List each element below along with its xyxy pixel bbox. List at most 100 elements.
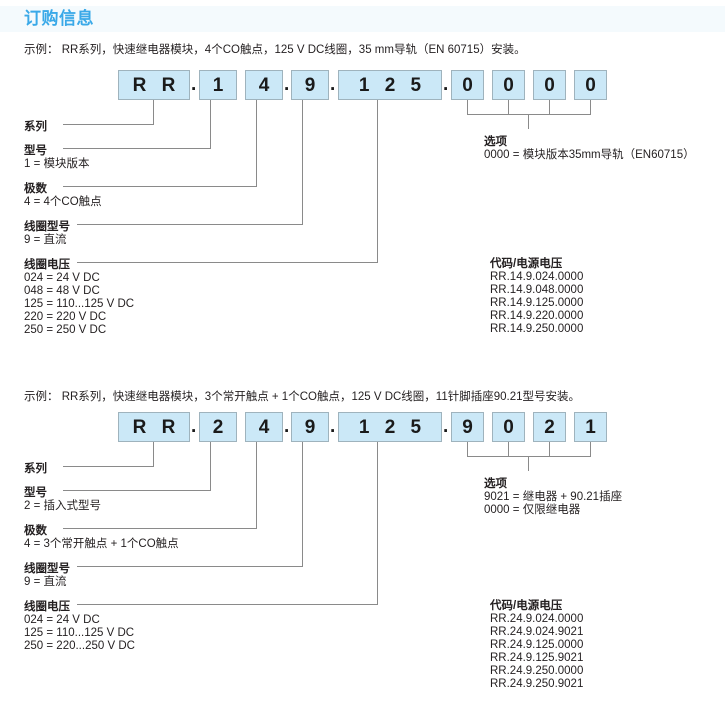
label-coil-type-line: 9 = 直流	[24, 234, 67, 246]
code-dot: .	[191, 74, 197, 95]
label-coil-voltage-line: 250 = 250 V DC	[24, 324, 107, 336]
code-table-row: RR.24.9.250.0000	[490, 665, 584, 677]
code-dot: .	[191, 416, 197, 437]
label-coil-type-line: 9 = 直流	[24, 576, 67, 588]
label-coil-voltage-line: 048 = 48 V DC	[24, 285, 100, 297]
leader-line	[63, 148, 211, 149]
code-cell-option-3: 0	[533, 70, 566, 100]
label-coil-voltage-line: 024 = 24 V DC	[24, 272, 100, 284]
leader-line	[590, 442, 591, 456]
label-coil-voltage-title: 线圈电压	[24, 259, 70, 271]
leader-line	[528, 114, 529, 129]
code-table-row: RR.14.9.250.0000	[490, 323, 584, 335]
leader-line	[528, 456, 529, 471]
example-text: 示例： RR系列，快速继电器模块，3个常开触点 + 1个CO触点，125 V D…	[24, 391, 581, 403]
label-coil-voltage-line: 024 = 24 V DC	[24, 614, 100, 626]
leader-line	[77, 604, 378, 605]
leader-line	[77, 262, 378, 263]
label-series-title: 系列	[24, 463, 47, 475]
code-cell-coil-voltage: 1 2 5	[338, 70, 442, 100]
leader-line	[549, 442, 550, 456]
label-options-line: 9021 = 继电器 + 90.21插座	[484, 491, 623, 503]
code-cell-series: R R	[118, 70, 190, 100]
code-table-title: 代码/电源电压	[490, 600, 563, 612]
code-cell-coil-voltage: 1 2 5	[338, 412, 442, 442]
code-cell-option-1: 9	[451, 412, 484, 442]
label-coil-type-title: 线圈型号	[24, 563, 70, 575]
code-table-row: RR.24.9.125.9021	[490, 652, 584, 664]
leader-line	[508, 442, 509, 456]
label-series-title: 系列	[24, 121, 47, 133]
example-text: 示例： RR系列，快速继电器模块，4个CO触点，125 V DC线圈，35 mm…	[24, 44, 526, 56]
code-cell-poles: 4	[245, 412, 283, 442]
code-cell-type: 2	[199, 412, 237, 442]
label-type-line: 1 = 模块版本	[24, 158, 90, 170]
code-table-title: 代码/电源电压	[490, 258, 563, 270]
leader-line	[63, 490, 211, 491]
label-type-title: 型号	[24, 487, 47, 499]
label-coil-voltage-line: 220 = 220 V DC	[24, 311, 107, 323]
leader-line	[302, 442, 303, 566]
code-dot: .	[330, 74, 336, 95]
leader-line	[377, 100, 378, 262]
code-table-row: RR.24.9.024.0000	[490, 613, 584, 625]
leader-line	[549, 100, 550, 114]
code-cell-series: R R	[118, 412, 190, 442]
leader-line	[302, 100, 303, 224]
code-cell-option-4: 0	[574, 70, 607, 100]
code-cell-option-3: 2	[533, 412, 566, 442]
label-poles-line: 4 = 3个常开触点 + 1个CO触点	[24, 538, 179, 550]
code-cell-option-2: 0	[492, 412, 525, 442]
code-table-row: RR.14.9.125.0000	[490, 297, 584, 309]
label-poles-title: 极数	[24, 525, 47, 537]
label-coil-voltage-line: 250 = 220...250 V DC	[24, 640, 135, 652]
leader-line	[256, 442, 257, 528]
title-band	[0, 6, 725, 32]
leader-line	[377, 442, 378, 604]
leader-line	[77, 224, 303, 225]
code-dot: .	[284, 416, 290, 437]
leader-line	[467, 456, 591, 457]
code-table-row: RR.24.9.024.9021	[490, 626, 584, 638]
leader-line	[467, 442, 468, 456]
code-cell-option-4: 1	[574, 412, 607, 442]
leader-line	[63, 466, 154, 467]
code-cell-poles: 4	[245, 70, 283, 100]
code-dot: .	[330, 416, 336, 437]
code-cell-option-1: 0	[451, 70, 484, 100]
label-type-title: 型号	[24, 145, 47, 157]
code-table-row: RR.14.9.220.0000	[490, 310, 584, 322]
code-cell-option-2: 0	[492, 70, 525, 100]
label-coil-voltage-title: 线圈电压	[24, 601, 70, 613]
code-dot: .	[443, 74, 449, 95]
leader-line	[256, 100, 257, 186]
code-cell-type: 1	[199, 70, 237, 100]
leader-line	[210, 100, 211, 148]
leader-line	[153, 442, 154, 466]
code-cell-coil-type: 9	[291, 412, 329, 442]
leader-line	[63, 186, 257, 187]
code-table-row: RR.14.9.048.0000	[490, 284, 584, 296]
code-table-row: RR.24.9.125.0000	[490, 639, 584, 651]
label-options-title: 选项	[484, 478, 507, 490]
leader-line	[153, 100, 154, 124]
label-type-line: 2 = 插入式型号	[24, 500, 102, 512]
label-poles-title: 极数	[24, 183, 47, 195]
leader-line	[63, 528, 257, 529]
leader-line	[210, 442, 211, 490]
leader-line	[467, 100, 468, 114]
leader-line	[590, 100, 591, 114]
code-dot: .	[443, 416, 449, 437]
code-cell-coil-type: 9	[291, 70, 329, 100]
leader-line	[508, 100, 509, 114]
code-table-row: RR.14.9.024.0000	[490, 271, 584, 283]
leader-line	[63, 124, 154, 125]
leader-line	[467, 114, 591, 115]
code-table-row: RR.24.9.250.9021	[490, 678, 584, 690]
label-coil-voltage-line: 125 = 110...125 V DC	[24, 627, 135, 639]
label-coil-voltage-line: 125 = 110...125 V DC	[24, 298, 135, 310]
page-title: 订购信息	[24, 9, 94, 28]
leader-line	[77, 566, 303, 567]
label-poles-line: 4 = 4个CO触点	[24, 196, 102, 208]
